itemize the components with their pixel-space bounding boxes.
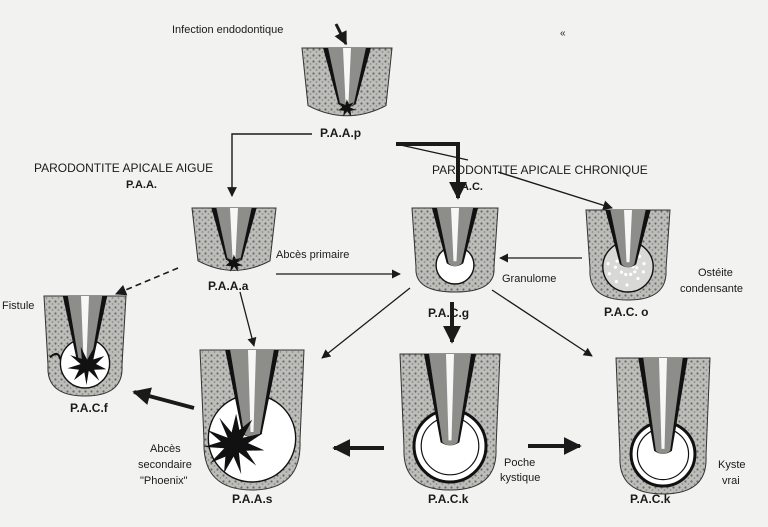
tooth-pac-f [43, 295, 127, 397]
tooth-pac-k1 [399, 353, 501, 491]
label-pac-title: PARODONTITE APICALE CHRONIQUE [432, 163, 648, 177]
label-pac-g: P.A.C.g [428, 306, 469, 320]
arrow-paa-a-to-paa-s [239, 291, 257, 347]
arrow-infection [334, 23, 348, 46]
label-poche-2: kystique [500, 472, 540, 484]
arrow-granulome-to-kyste [491, 289, 593, 357]
tooth-paa-p [301, 47, 393, 117]
label-kyste-1: Kyste [718, 459, 746, 471]
arrow-to-pac [396, 142, 467, 200]
label-paa-s: P.A.A.s [232, 492, 273, 506]
labels: Infection endodontique P.A.A.p PARODONTI… [2, 24, 746, 506]
label-paa-title: PARODONTITE APICALE AIGUE [34, 161, 213, 175]
arrow-paa-s-to-fistule [132, 387, 195, 410]
label-paa-a: P.A.A.a [208, 279, 249, 293]
label-pac-abbr: P.A.C. [452, 181, 483, 193]
arrow-to-pac-title [395, 143, 469, 161]
label-granulome: Granulome [502, 273, 556, 285]
label-paa-abbr: P.A.A. [126, 179, 157, 191]
tooth-paa-s [199, 349, 305, 491]
label-fistule: Fistule [2, 300, 34, 312]
tooth-paa-a [191, 207, 277, 272]
label-pac-o: P.A.C. o [604, 305, 648, 319]
tooth-pac-g [411, 207, 499, 293]
label-poche-1: Poche [504, 457, 535, 469]
tooth-pac-k2 [615, 357, 711, 495]
label-pac-f: P.A.C.f [70, 401, 109, 415]
arrow-to-osteite [497, 171, 613, 211]
label-pac-k2: P.A.C.k [630, 492, 671, 506]
arrow-granulome-to-paa-s [321, 287, 411, 359]
arrow-dashed-to-fistule [114, 267, 179, 296]
label-osteite-1: Ostéite [698, 267, 733, 279]
tooth-pac-o [585, 209, 671, 301]
teeth-group [43, 47, 711, 495]
label-paa-p: P.A.A.p [320, 126, 361, 140]
arrow-to-paa [227, 133, 312, 197]
label-pac-k1: P.A.C.k [428, 492, 469, 506]
label-osteite-2: condensante [680, 283, 743, 295]
label-kyste-2: vrai [722, 475, 740, 487]
arrows [114, 23, 613, 457]
label-abces-sec-1: Abcès [150, 443, 181, 455]
label-abces-sec-2: secondaire [138, 459, 192, 471]
label-abces-sec-3: "Phoenix" [140, 475, 188, 487]
label-abces-primaire: Abcès primaire [276, 249, 349, 261]
label-infection: Infection endodontique [172, 24, 283, 36]
speck-mark: « [560, 28, 566, 39]
